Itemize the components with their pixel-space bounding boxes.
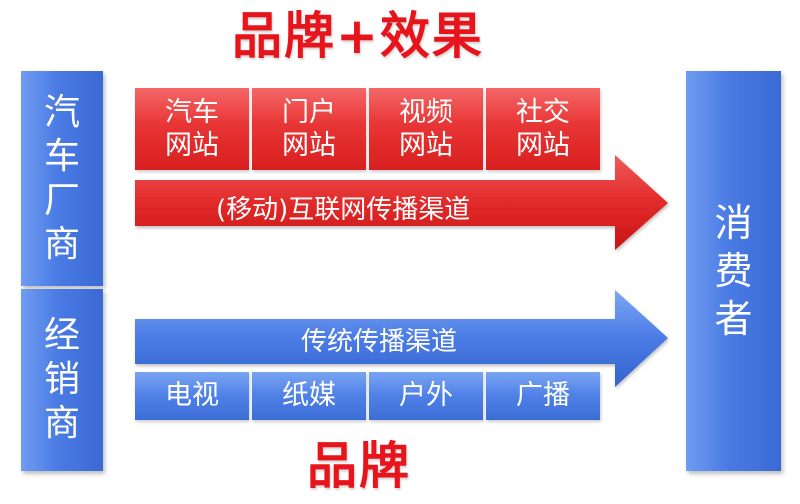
side-char: 费	[714, 249, 753, 293]
side-char: 经	[43, 315, 80, 356]
internet-channel-arrow	[135, 155, 668, 250]
side-char: 销	[43, 359, 80, 400]
site-box-line: 视频	[399, 97, 453, 128]
site-box-line: 网站	[399, 130, 453, 161]
media-box-outdoor: 户外	[369, 372, 483, 420]
side-char: 汽	[43, 91, 80, 133]
site-box-social: 社交 网站	[486, 88, 600, 170]
traditional-media-row: 电视 纸媒 户外 广播	[135, 372, 600, 420]
traditional-channel-arrow	[135, 290, 668, 387]
site-box-auto: 汽车 网站	[135, 88, 249, 170]
media-box-label: 纸媒	[282, 380, 336, 411]
headline-brand: 品牌	[307, 437, 411, 495]
side-panel-dealer: 经 销 商	[21, 289, 103, 471]
side-panel-consumer: 消 费 者	[686, 71, 781, 471]
media-box-print: 纸媒	[252, 372, 366, 420]
side-char: 者	[714, 297, 753, 341]
side-char: 车	[43, 135, 80, 177]
headline-brand-plus-effect: 品牌+效果	[232, 7, 484, 65]
site-box-portal: 门户 网站	[252, 88, 366, 170]
side-panel-manufacturer: 汽 车 厂 商	[21, 71, 103, 286]
media-box-tv: 电视	[135, 372, 249, 420]
site-box-line: 社交	[516, 97, 570, 128]
side-char: 商	[43, 403, 80, 444]
media-box-label: 户外	[399, 380, 453, 411]
media-box-label: 广播	[516, 380, 570, 411]
media-box-radio: 广播	[486, 372, 600, 420]
side-char: 商	[43, 223, 80, 265]
site-box-line: 汽车	[165, 97, 219, 128]
site-box-line: 网站	[282, 130, 336, 161]
internet-channel-label: (移动)互联网传播渠道	[216, 195, 471, 225]
site-box-line: 网站	[165, 130, 219, 161]
site-box-video: 视频 网站	[369, 88, 483, 170]
side-char: 消	[714, 201, 753, 245]
site-box-line: 门户	[282, 97, 336, 128]
internet-sites-row: 汽车 网站 门户 网站 视频 网站 社交 网站	[135, 88, 600, 170]
media-box-label: 电视	[165, 380, 219, 411]
traditional-channel-label: 传统传播渠道	[301, 327, 458, 357]
side-char: 厂	[43, 179, 80, 221]
site-box-line: 网站	[516, 130, 570, 161]
